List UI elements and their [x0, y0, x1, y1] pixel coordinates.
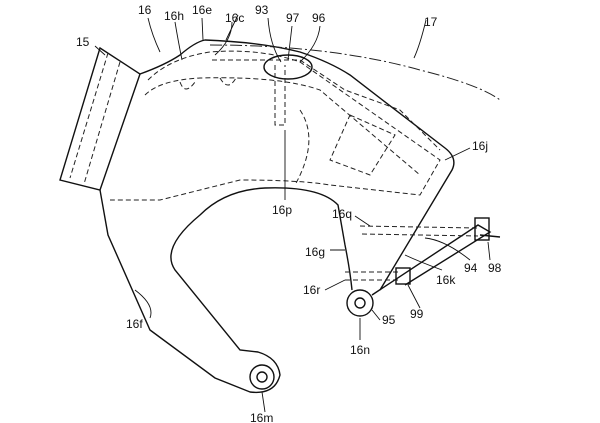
label-99: 99 [410, 307, 424, 321]
label-16m: 16m [250, 411, 273, 423]
label-96: 96 [312, 11, 326, 25]
label-16j: 16j [472, 139, 488, 153]
label-16e: 16e [192, 3, 212, 17]
label-16: 16 [138, 3, 152, 17]
label-15: 15 [76, 35, 90, 49]
label-17: 17 [424, 15, 438, 29]
label-97: 97 [286, 11, 300, 25]
body-16 [110, 39, 501, 291]
label-16k: 16k [436, 273, 456, 287]
reference-labels: 15 16 16h 16e 16c 93 97 96 17 16j 16p 16… [76, 3, 502, 423]
label-93: 93 [255, 3, 269, 17]
bracket-16f [99, 187, 501, 394]
label-16p: 16p [272, 203, 292, 217]
label-16f: 16f [126, 317, 143, 331]
label-16r: 16r [303, 283, 320, 297]
label-98: 98 [488, 261, 502, 275]
label-16n: 16n [350, 343, 370, 357]
label-94: 94 [464, 261, 478, 275]
leader-lines [94, 14, 491, 413]
label-95: 95 [382, 313, 396, 327]
label-16c: 16c [225, 11, 244, 25]
part-15 [59, 46, 141, 191]
label-16q: 16q [332, 207, 352, 221]
label-16g: 16g [305, 245, 325, 259]
label-16h: 16h [164, 9, 184, 23]
